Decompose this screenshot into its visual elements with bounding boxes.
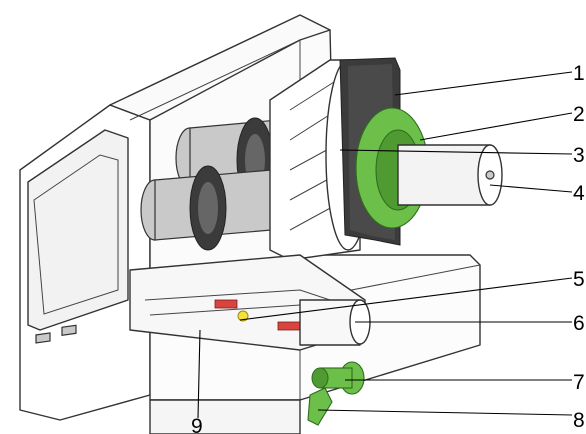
red-guide-marker	[277, 321, 301, 331]
indicator-slot	[61, 324, 77, 336]
red-guide-marker	[214, 299, 238, 309]
adjusting-knob	[311, 361, 365, 395]
callout-4: 4	[573, 182, 585, 205]
callout-3: 3	[573, 144, 585, 167]
callout-7: 7	[573, 371, 585, 394]
callout-8: 8	[573, 409, 585, 432]
printhead-lever	[307, 387, 333, 426]
indicator-slot	[35, 332, 51, 344]
callout-2: 2	[573, 103, 585, 126]
printer-housing	[19, 14, 331, 421]
callout-5: 5	[573, 268, 585, 291]
callout-leaders	[197, 71, 573, 419]
callout-9: 9	[191, 415, 203, 434]
callout-labels: 1 2 3 4 5 6 7 8 9	[191, 62, 585, 434]
callout-1: 1	[573, 62, 585, 85]
callout-6: 6	[573, 312, 585, 335]
roll-holder-shaft	[397, 144, 503, 206]
